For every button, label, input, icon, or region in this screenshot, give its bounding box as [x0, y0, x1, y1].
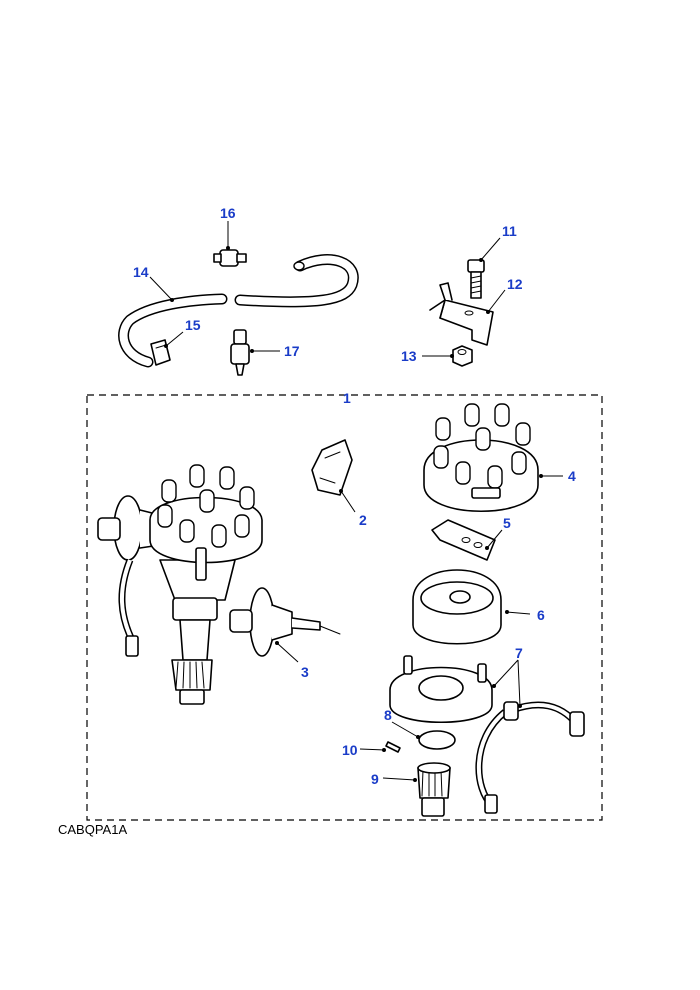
- vacuum-unit: [229, 587, 341, 657]
- callout-13: 13: [401, 348, 417, 364]
- connector: [213, 249, 247, 267]
- callout-1: 1: [343, 390, 351, 406]
- callout-14: 14: [133, 264, 149, 280]
- callout-17: 17: [284, 343, 300, 359]
- callout-7: 7: [515, 645, 523, 661]
- callout-12: 12: [507, 276, 523, 292]
- nut: [452, 345, 473, 367]
- hose-clip: [150, 339, 171, 366]
- distributor-cap: [423, 403, 539, 513]
- callout-labels: 1 2 3 4 5 6 7 8 9 10 11 12 13 14 15 16 1…: [133, 205, 576, 787]
- callout-4: 4: [568, 468, 576, 484]
- leader-lines: [149, 221, 563, 782]
- callout-16: 16: [220, 205, 236, 221]
- rotor-arm: [431, 519, 496, 561]
- vacuum-hose: [118, 254, 359, 368]
- callout-10: 10: [342, 742, 358, 758]
- module: [311, 439, 353, 496]
- clamp-bracket: [429, 282, 494, 346]
- reference-code: CABQPA1A: [58, 822, 128, 837]
- callout-9: 9: [371, 771, 379, 787]
- callout-15: 15: [185, 317, 201, 333]
- callout-11: 11: [502, 223, 517, 239]
- distributor-assembly-drawing: [97, 464, 263, 705]
- callout-3: 3: [301, 664, 309, 680]
- o-ring: [418, 730, 456, 750]
- valve: [230, 329, 250, 376]
- roll-pin: [385, 741, 401, 753]
- callout-6: 6: [537, 607, 545, 623]
- bolt: [467, 259, 485, 299]
- kit-boundary-box: [86, 394, 603, 821]
- dust-shield: [412, 569, 502, 645]
- drive-gear: [417, 762, 451, 817]
- callout-2: 2: [359, 512, 367, 528]
- callout-8: 8: [384, 707, 392, 723]
- callout-5: 5: [503, 515, 511, 531]
